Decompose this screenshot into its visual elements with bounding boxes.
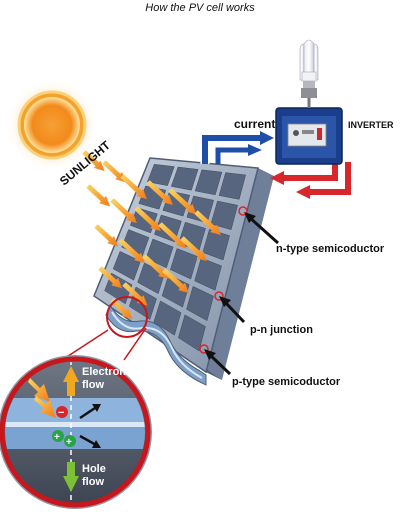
hole-flow-arrow-icon: [63, 462, 79, 492]
panel-cutaway: [105, 303, 207, 386]
electron-flow-label-2: flow: [82, 379, 104, 391]
sunlight-ray-arrow: [110, 198, 137, 224]
light-bulb-icon: [299, 39, 319, 108]
diagram-title: How the PV cell works: [145, 2, 255, 14]
sunlight-rays: [82, 150, 221, 319]
sunlight-ray-arrow: [194, 210, 221, 236]
zoom-connector: [61, 296, 148, 361]
pn-junction-label: p-n junction: [250, 324, 313, 336]
sunlight-ray-arrow: [158, 222, 187, 249]
panel-cell: [194, 169, 223, 196]
hole-charge: [64, 435, 76, 447]
sunlight-ray-arrow: [82, 150, 105, 171]
minus-sign: −: [58, 407, 64, 419]
callout-arrows: [204, 212, 280, 376]
sunlight-ray-arrow: [180, 236, 207, 262]
electron-charge: [56, 406, 68, 418]
sun-icon: [6, 79, 98, 171]
current-label: current: [234, 117, 275, 131]
panel-cell: [218, 172, 246, 200]
hole-flow-label-2: flow: [82, 476, 104, 488]
n-type-label: n-type semicoductor: [276, 243, 385, 255]
panel-cell: [202, 229, 230, 261]
hole-flow-label-1: Hole: [82, 463, 106, 475]
sunlight-ray-arrow: [162, 268, 189, 294]
panel-cell: [161, 274, 190, 308]
arrow-icon: [296, 185, 310, 199]
sunlight-ray-arrow: [86, 184, 110, 207]
electron-flow-label-1: Electron: [82, 366, 126, 378]
callout-markers: [199, 206, 248, 354]
sunlight-ray-arrow: [168, 188, 197, 215]
sunlight-ray-arrow: [122, 282, 148, 306]
panel-cell: [153, 300, 182, 336]
plus-sign: +: [54, 432, 60, 443]
arrow-icon: [270, 171, 284, 185]
arrow-icon: [260, 131, 274, 145]
inverter-label: INVERTER: [348, 120, 394, 130]
panel-cell: [170, 248, 198, 280]
panel-cell: [145, 238, 174, 269]
p-type-label: p-type semicoductor: [232, 376, 341, 388]
panel-cell: [194, 257, 222, 291]
panel-cell: [147, 164, 175, 186]
electron-flow-arrow-icon: [63, 366, 79, 396]
sunlight-ray-arrow: [134, 206, 161, 232]
sunlight-ray-arrow: [120, 174, 147, 200]
junction-zoom-circle: [0, 355, 152, 509]
panel-cell: [170, 166, 199, 191]
inverter-box-icon: [275, 107, 343, 165]
sunlight-ray-arrow: [110, 298, 133, 319]
panel-cell: [178, 314, 206, 352]
panel-cell: [112, 251, 141, 281]
sunlight-ray-arrow: [142, 254, 169, 280]
sunlight-ray-arrow: [146, 180, 173, 206]
plus-sign: +: [66, 437, 72, 448]
arrow-icon: [248, 144, 262, 156]
panel-cell: [210, 200, 238, 230]
panel-cell: [186, 286, 214, 321]
sunlight-ray-arrow: [98, 266, 122, 289]
current-wires: [200, 131, 351, 199]
sunlight-ray-arrow: [102, 160, 126, 183]
sunlight-ray-arrow: [94, 224, 118, 247]
hole-charge: [52, 430, 64, 442]
solar-panel: [93, 157, 274, 380]
sunlight-ray-arrow: [118, 238, 145, 264]
